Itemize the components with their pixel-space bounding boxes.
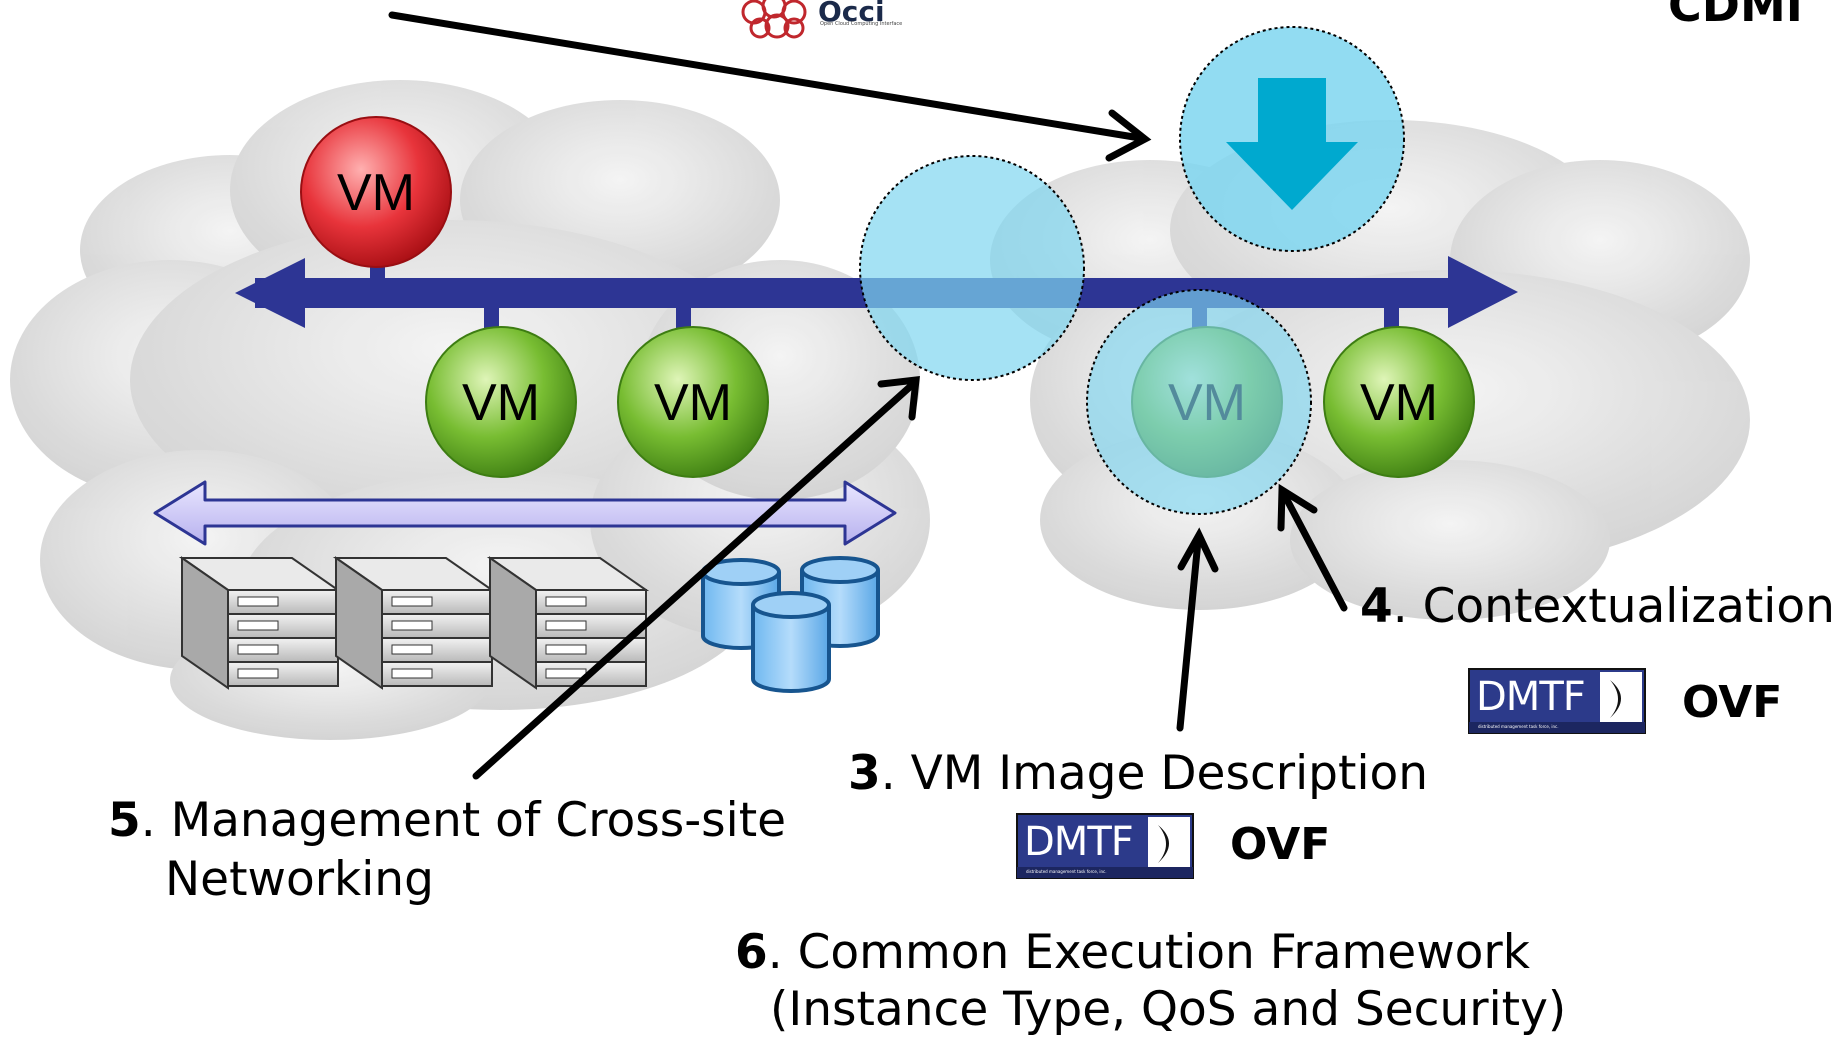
label-networking-text: . Management of Cross-site [140,793,787,848]
label-execution-line2: (Instance Type, QoS and Security) [770,982,1567,1037]
dmtf-logo-upper-graphic [1468,668,1646,734]
label-image-description: 3. VM Image Description [848,750,1428,797]
occi-logo-icon [741,0,807,39]
server-stack-3 [486,556,650,690]
vm-node-green-4: VM [1323,326,1475,478]
cdmi-label: CDMI [1668,0,1803,32]
label-image-description-number: 3 [848,746,881,801]
ovf-label-lower: OVF [1230,819,1331,870]
svg-text:VM: VM [654,374,732,432]
label-image-description-text: . VM Image Description [880,746,1429,801]
svg-text:VM: VM [1360,374,1438,432]
highlight-circle-network [859,155,1085,381]
label-contextualization: 4. Contextualization [1360,583,1835,630]
pointer-arrows [388,11,1348,780]
svg-text:VM: VM [337,164,415,222]
storage-network-double-arrow [153,480,897,546]
connector-vm-green-2 [676,305,691,333]
dmtf-logo-lower-graphic [1016,813,1194,879]
database-icon [701,556,880,693]
server-rack-icon [178,556,650,690]
svg-text:VM: VM [462,374,540,432]
vm-node-green-1: VM [425,326,577,478]
arrow-image-description [1176,537,1202,732]
dmtf-logo-upper-text: DMTF [1476,674,1586,720]
occi-logo-tagline: Open Cloud Computing Interface [820,21,903,27]
dmtf-logo-lower-tagline: distributed management task force, inc. [1026,869,1107,874]
dmtf-logo-lower-text: DMTF [1024,819,1134,865]
server-stack-2 [332,556,496,690]
arrow-occi-to-storage [388,11,1144,142]
label-execution-number: 6 [735,925,768,980]
server-stack-1 [178,556,342,690]
ovf-label-upper: OVF [1682,677,1783,728]
label-execution: 6. Common Execution Framework [735,929,1530,976]
highlight-circle-vm-image [1086,289,1312,515]
connector-vm-green-4 [1384,305,1399,333]
label-networking: 5. Management of Cross-site [108,797,786,844]
label-contextualization-text: . Contextualization [1392,579,1835,634]
occi-logo-text: Occi [818,0,885,28]
label-networking-line2: Networking [165,852,434,907]
download-arrow-icon [1226,78,1358,210]
label-contextualization-number: 4 [1360,579,1393,634]
arrow-contextualization [1281,492,1348,612]
database-cylinder-3 [751,591,831,693]
vm-node-green-2: VM [617,326,769,478]
label-networking-number: 5 [108,793,141,848]
connector-vm-green-1 [484,305,499,333]
vm-node-red: VM [300,116,452,268]
dmtf-logo-upper: DMTF distributed management task force, … [1468,668,1646,734]
label-execution-text: . Common Execution Framework [767,925,1530,980]
arrow-networking [472,381,916,780]
dmtf-logo-upper-tagline: distributed management task force, inc. [1478,724,1559,729]
dmtf-logo-lower: DMTF distributed management task force, … [1016,813,1194,879]
